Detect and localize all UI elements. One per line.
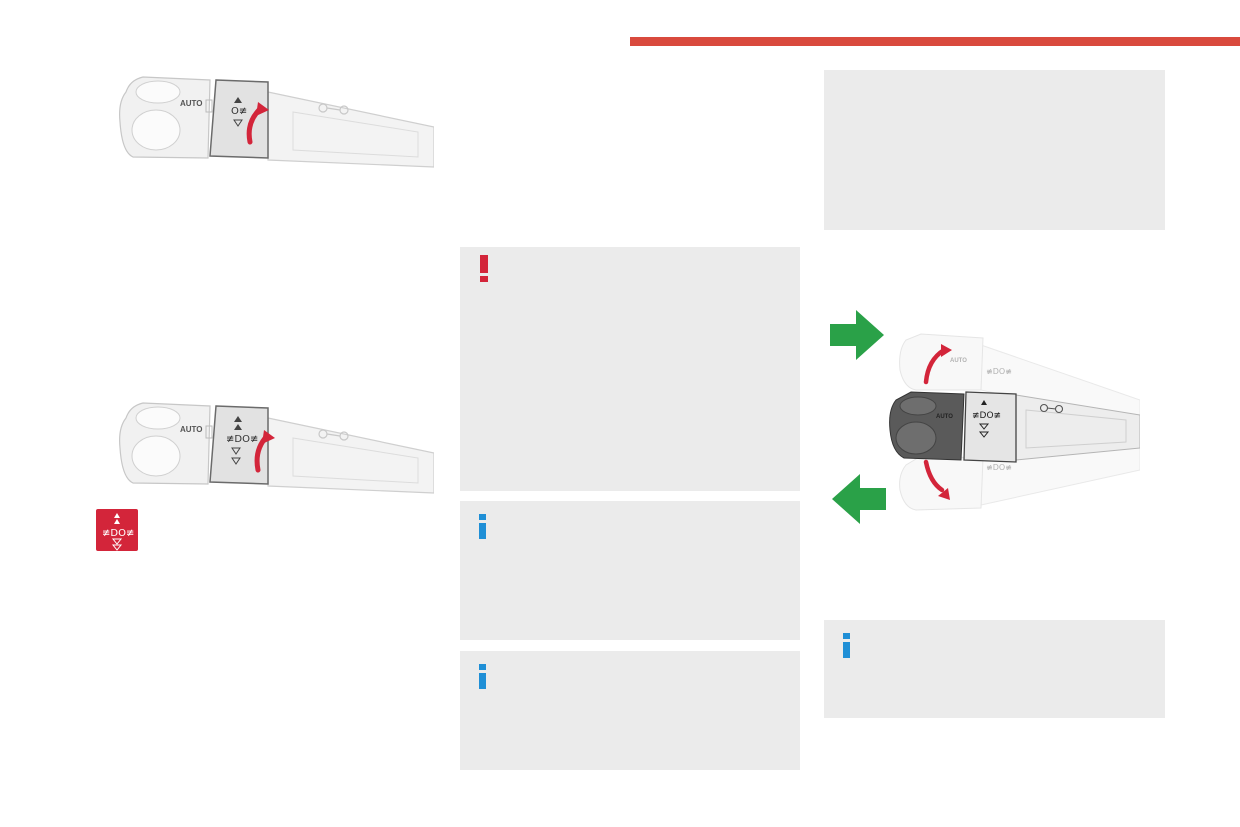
svg-text:≢DO≢: ≢DO≢ [102, 528, 134, 539]
stalk-illustration-front-rear-fog: AUTO ≢DO≢ [118, 398, 434, 498]
auto-label: AUTO [936, 414, 953, 420]
svg-text:O≢: O≢ [231, 106, 247, 117]
note-box [824, 70, 1165, 230]
info-icon [476, 511, 494, 545]
stalk-illustration-positions: AUTO ≢DO≢ ≢DO≢ AUTO ≢DO≢ [886, 330, 1140, 515]
svg-text:≢DO≢: ≢DO≢ [972, 411, 1001, 421]
info-box-3 [824, 620, 1165, 718]
svg-text:AUTO: AUTO [950, 358, 967, 364]
header-accent-bar [630, 37, 1240, 46]
svg-text:≢DO≢: ≢DO≢ [986, 463, 1012, 472]
info-box-1 [460, 501, 800, 640]
fog-lamp-icon: ≢DO≢ [96, 509, 138, 551]
info-icon [476, 661, 494, 695]
info-box-2 [460, 651, 800, 770]
green-arrow-right-icon [830, 310, 886, 360]
exclamation-icon [478, 255, 498, 289]
warning-box [460, 247, 800, 491]
auto-label: AUTO [180, 99, 203, 108]
auto-label: AUTO [180, 425, 203, 434]
stalk-illustration-rear-fog: AUTO O≢ [118, 72, 434, 172]
svg-text:≢DO≢: ≢DO≢ [226, 434, 258, 445]
green-arrow-left-icon [830, 474, 886, 524]
svg-text:≢DO≢: ≢DO≢ [986, 367, 1012, 376]
info-icon [840, 630, 858, 664]
